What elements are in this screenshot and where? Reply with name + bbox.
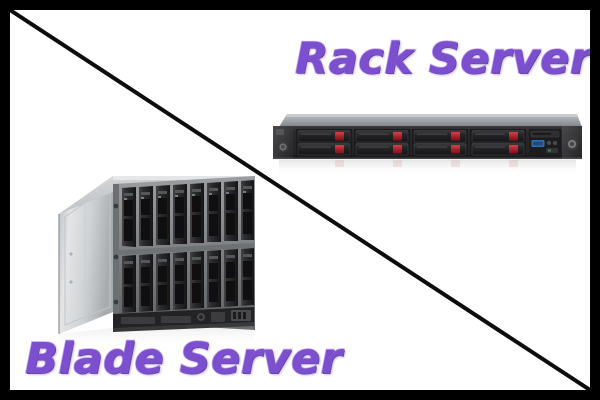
blade-server-label: Blade Server xyxy=(24,334,343,384)
blade-server-photo xyxy=(55,162,265,362)
rack-front-io-panel xyxy=(529,129,561,156)
rack-left-ear xyxy=(273,126,293,159)
blade-server-graphic xyxy=(58,176,255,350)
rack-server-photo xyxy=(265,102,590,197)
image-stage xyxy=(10,10,590,390)
rack-right-ear xyxy=(562,126,582,159)
rack-server-label: Rack Server xyxy=(294,34,592,84)
rack-reflection xyxy=(279,160,576,176)
rack-server-graphic xyxy=(273,114,582,176)
